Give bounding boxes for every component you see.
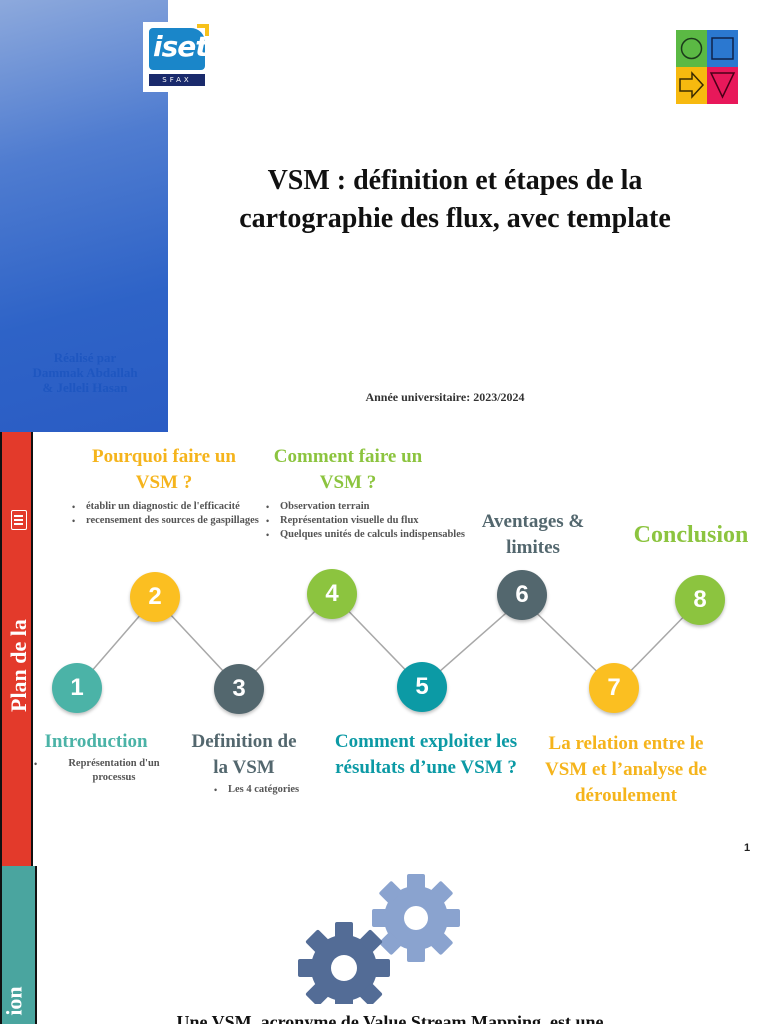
- authors-line: & Jelleli Hasan: [42, 380, 128, 395]
- flow-symbols-icon: [676, 30, 738, 104]
- title-slide: iset SFAX VSM : définition et étapes de …: [0, 0, 768, 432]
- bullet-item: Représentation d'un processus: [30, 757, 180, 785]
- step-circle-1: 1: [52, 663, 102, 713]
- plan-slide: Plan de la 1 2 3 4 5 6 7 8 Pourquoi fair…: [0, 432, 768, 866]
- page-number: 1: [744, 842, 751, 854]
- bullet-item: recensement des sources de gaspillages: [68, 514, 268, 528]
- step-bullets-1: Représentation d'un processus: [30, 757, 180, 785]
- authors-line: Dammak Abdallah: [32, 365, 138, 380]
- iset-sfax-logo: iset SFAX: [143, 22, 211, 92]
- authors-block: Réalisé par Dammak Abdallah & Jelleli Ha…: [10, 350, 160, 395]
- step-title-7: La relation entre le VSM et l’analyse de…: [544, 733, 707, 806]
- step-bullets-3: Les 4 catégories: [210, 783, 330, 797]
- step-title-2: Pourquoi faire un VSM ?: [92, 446, 236, 493]
- bullet-item: Représentation visuelle du flux: [262, 514, 472, 528]
- step-circle-4: 4: [307, 569, 357, 619]
- document-title: VSM : définition et étapes de la cartogr…: [239, 165, 671, 234]
- step-circle-5: 5: [397, 662, 447, 712]
- step-bullets-4: Observation terrain Représentation visue…: [262, 500, 472, 542]
- step-title-5: Comment exploiter les résultats d’une VS…: [334, 731, 518, 778]
- academic-year: Année universitaire: 2023/2024: [365, 390, 525, 404]
- step-circle-8: 8: [675, 575, 725, 625]
- step-title-4: Comment faire un VSM ?: [273, 446, 423, 493]
- intro-side-strip: ion: [0, 866, 37, 1024]
- step-bullets-2: établir un diagnostic de l'efficacité re…: [68, 500, 268, 528]
- bullet-item: Observation terrain: [262, 500, 472, 514]
- step-title-6: Aventages & limites: [481, 511, 585, 558]
- step-title-3: Definition de la VSM: [191, 731, 297, 778]
- left-color-band: [0, 0, 168, 432]
- intro-label: ion: [1, 986, 27, 1016]
- authors-line: Réalisé par: [53, 350, 117, 365]
- bullet-item: Quelques unités de calculs indispensable…: [262, 528, 472, 542]
- notebook-icon: [11, 510, 27, 530]
- step-circle-7: 7: [589, 663, 639, 713]
- plan-side-strip: Plan de la: [0, 432, 33, 866]
- intro-paragraph: Une VSM, acronyme de Value Stream Mappin…: [176, 1012, 604, 1024]
- gears-icon: [298, 874, 460, 1004]
- bullet-item: établir un diagnostic de l'efficacité: [68, 500, 268, 514]
- bullet-item: Les 4 catégories: [210, 783, 330, 797]
- step-circle-6: 6: [497, 570, 547, 620]
- step-circle-2: 2: [130, 572, 180, 622]
- introduction-slide: ion Une VSM, acronyme de Va: [0, 866, 768, 1024]
- step-circle-3: 3: [214, 664, 264, 714]
- step-title-8: Conclusion: [633, 522, 749, 548]
- step-title-1: Introduction: [44, 731, 148, 752]
